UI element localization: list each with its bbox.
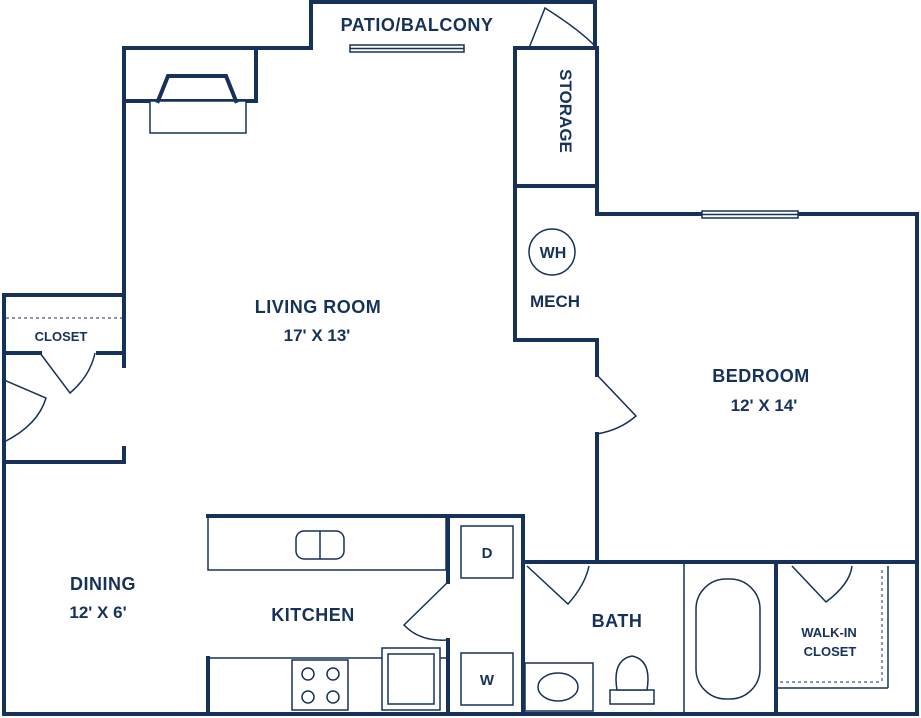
walk-in-closet-label-line1: WALK-IN: [801, 625, 857, 640]
laundry: [402, 514, 525, 716]
water-heater-icon: [528, 228, 576, 276]
closet-label: CLOSET: [35, 329, 88, 344]
toilet-tank-icon: [609, 689, 655, 705]
dining-label: DINING: [70, 574, 136, 594]
toilet-icon: [615, 655, 649, 691]
mech-closet: [513, 184, 638, 564]
window-patio: [349, 44, 465, 53]
bath: [521, 560, 919, 716]
dryer-icon: [460, 525, 514, 579]
bath-label: BATH: [592, 611, 643, 631]
bathtub-icon: [695, 578, 761, 700]
mech-label: MECH: [530, 292, 580, 311]
patio-label: PATIO/BALCONY: [341, 15, 494, 35]
dryer-label: D: [482, 545, 493, 562]
bedroom-size: 12' X 14': [731, 396, 798, 415]
water-heater-label: WH: [540, 245, 567, 262]
fireplace: [122, 50, 258, 134]
dishwasher-icon: [381, 647, 441, 711]
dining-size: 12' X 6': [69, 603, 126, 622]
washer-label: W: [480, 672, 495, 689]
window-bedroom: [701, 210, 799, 219]
living-room-label: LIVING ROOM: [255, 297, 382, 317]
bedroom-label: BEDROOM: [712, 366, 810, 386]
kitchen-counters: [206, 514, 448, 716]
living-room-size: 17' X 13': [284, 326, 351, 345]
entry-closet: [2, 293, 126, 464]
storage-label: STORAGE: [556, 69, 575, 153]
walk-in-closet-label-line2: CLOSET: [804, 644, 857, 659]
kitchen-label: KITCHEN: [271, 605, 355, 625]
stove-icon: [291, 659, 349, 711]
walk-in-closet: [778, 565, 889, 689]
storage-closet: [513, 6, 599, 188]
washer-icon: [460, 652, 514, 706]
lavatory-icon: [537, 672, 579, 702]
